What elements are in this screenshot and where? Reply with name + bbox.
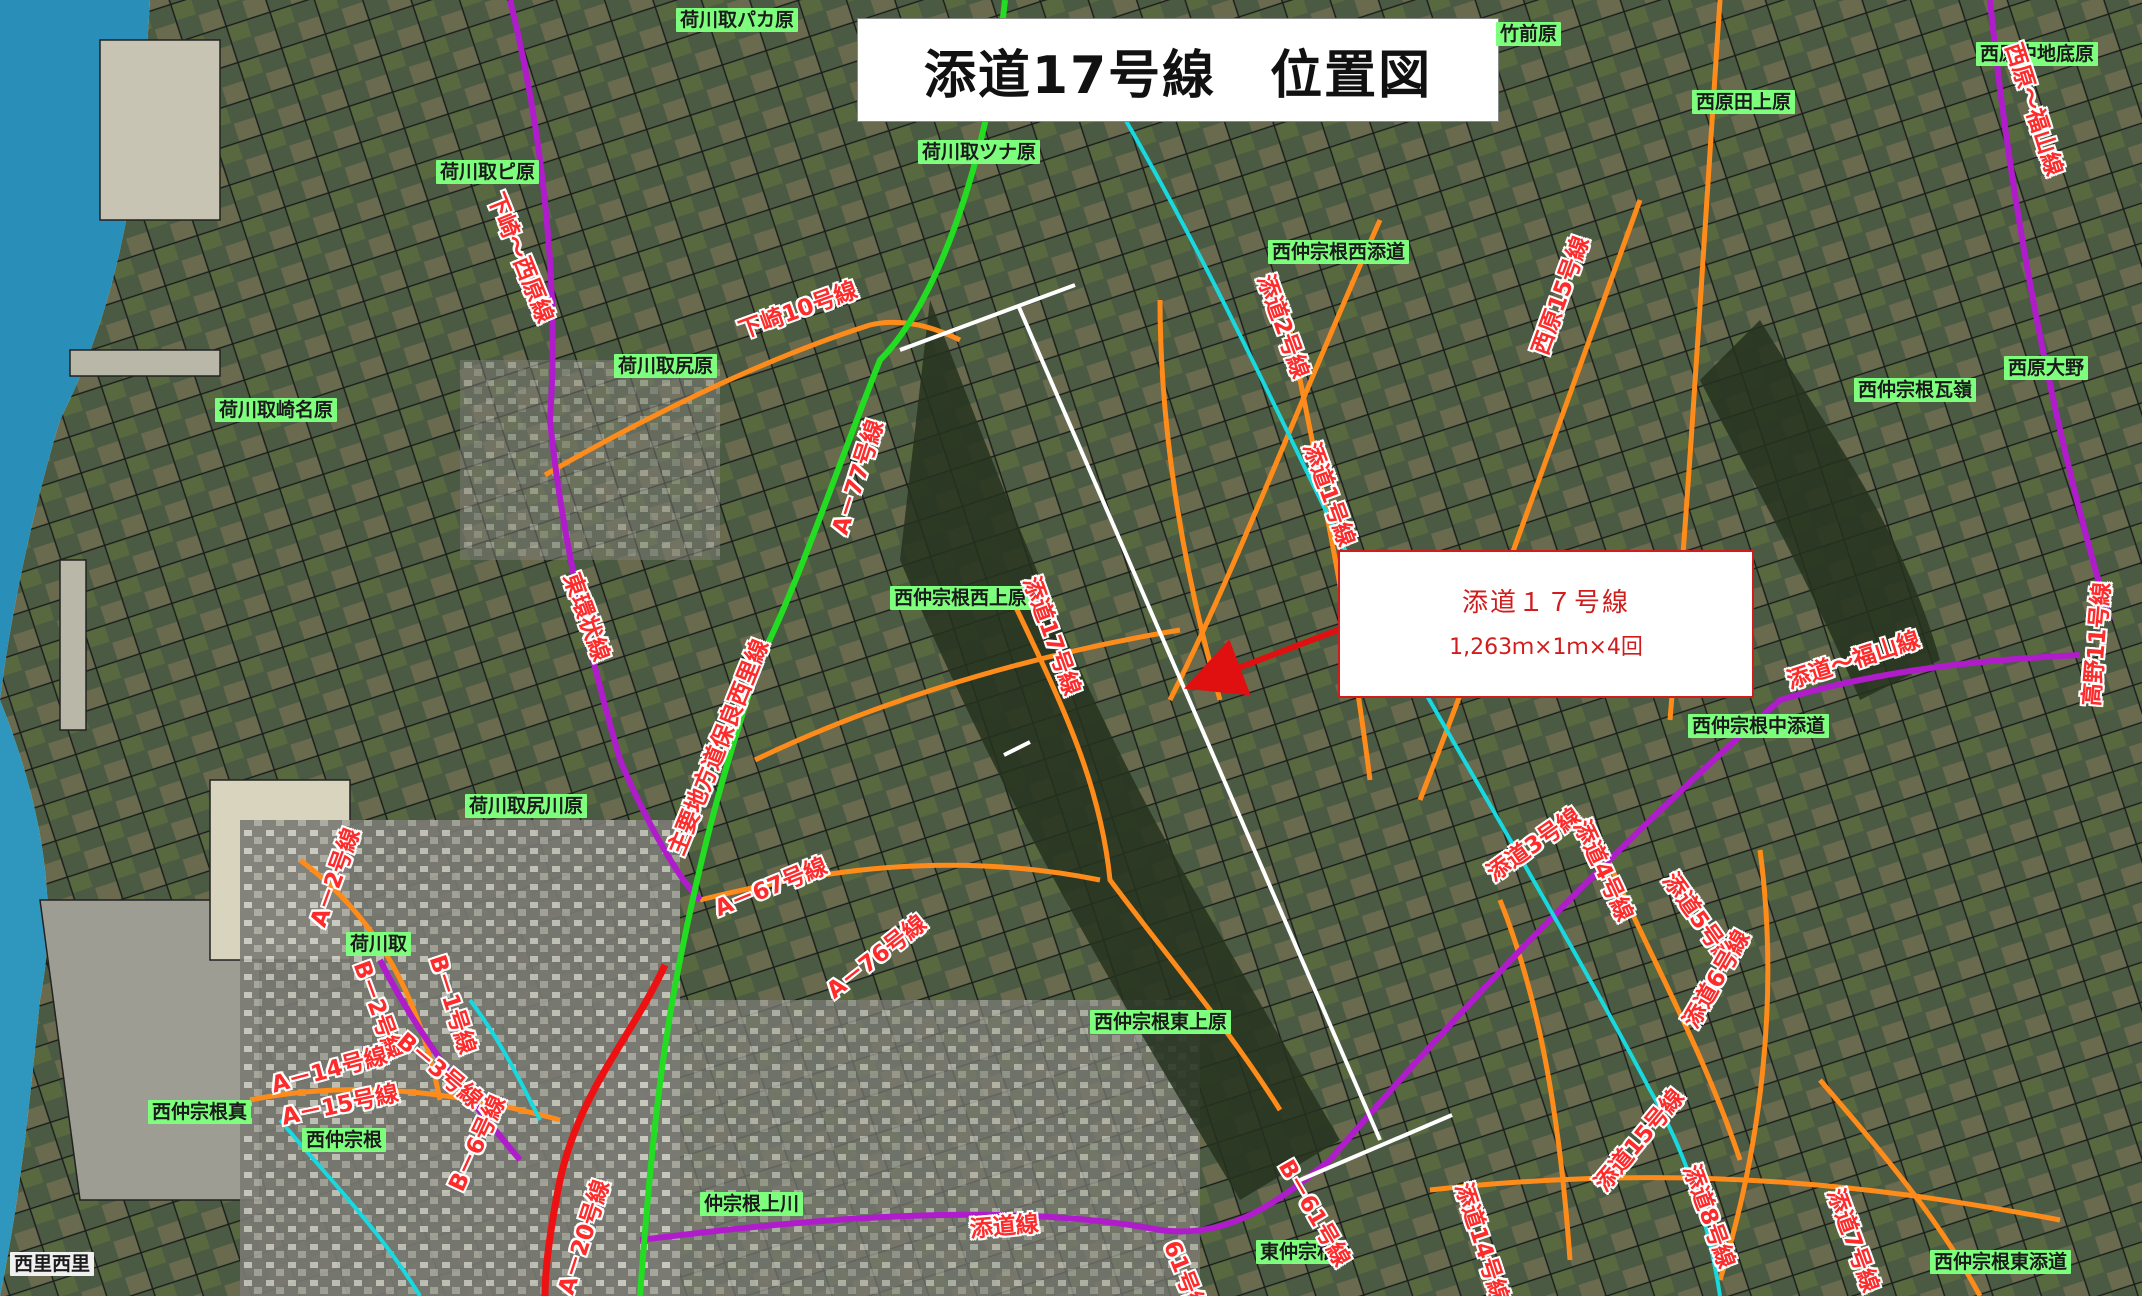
place-label: 東仲宗根 <box>1256 1240 1341 1264</box>
harbor-pier-west <box>69 349 221 377</box>
red-road <box>541 963 669 1296</box>
place-label: 西仲宗根 <box>302 1128 387 1152</box>
harbor-pier-north <box>99 39 221 221</box>
place-label: 荷川取ピ原 <box>436 160 540 184</box>
place-label: 荷川取尻原 <box>614 354 718 378</box>
place-label: 荷川取尻川原 <box>465 794 588 818</box>
purple-roads <box>377 0 2113 1243</box>
callout-spec: 1,263ｍ×1ｍ×4回 <box>1449 635 1643 660</box>
map-title: 添道17号線 位置図 <box>857 18 1499 122</box>
place-label: 竹前原 <box>1496 22 1562 46</box>
place-label: 西仲宗根東添道 <box>1930 1250 2072 1274</box>
town-area-south <box>600 1000 1200 1296</box>
place-label: 仲宗根上川 <box>700 1192 804 1216</box>
sea-area-lower <box>0 700 48 1296</box>
place-label: 西仲宗根真 <box>148 1100 252 1124</box>
place-label: 荷川取ツナ原 <box>918 140 1041 164</box>
road-label: 添道線 <box>968 1211 1040 1243</box>
place-label: 西仲宗根瓦嶺 <box>1854 378 1977 402</box>
route-callout: 添道１７号線 1,263ｍ×1ｍ×4回 <box>1338 550 1754 698</box>
forest-east <box>1700 320 1940 700</box>
target-route <box>899 283 1453 1182</box>
place-label: 荷川取 <box>346 932 412 956</box>
orange-roads <box>249 0 2061 1296</box>
place-label: 西原中地底原 <box>1976 42 2099 66</box>
town-area-north <box>460 360 720 560</box>
place-label: 荷川取パカ原 <box>676 8 799 32</box>
callout-road-name: 添道１７号線 <box>1461 588 1630 618</box>
place-label: 西仲宗根西添道 <box>1268 240 1410 264</box>
place-label: 西仲宗根中添道 <box>1688 714 1830 738</box>
place-label: 西原大野 <box>2004 356 2089 380</box>
green-road <box>637 0 1008 1296</box>
place-label: 荷川取崎名原 <box>215 398 338 422</box>
place-label: 西仲宗根東上原 <box>1090 1010 1232 1034</box>
place-label: 西里西里 <box>10 1252 95 1276</box>
harbor-breakwater <box>59 559 87 731</box>
cyan-roads <box>278 58 1722 1296</box>
place-label: 西原田上原 <box>1692 90 1796 114</box>
callout-arrow <box>1183 627 1340 696</box>
place-label: 西仲宗根西上原 <box>890 586 1032 610</box>
forest-strip <box>900 300 1340 1200</box>
